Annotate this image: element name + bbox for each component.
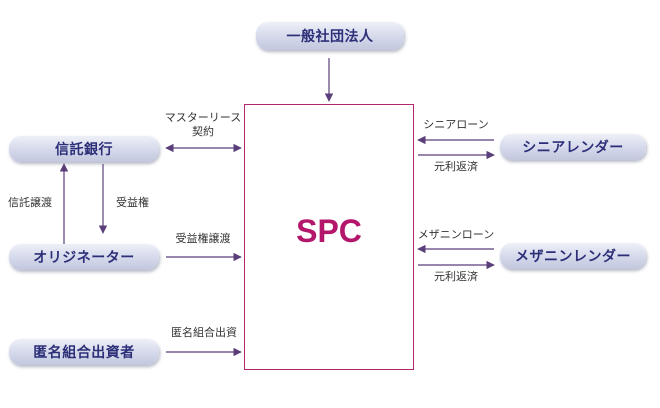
senior-loan-label: シニアローン — [423, 118, 489, 131]
master-lease-label-line1: マスターリース — [164, 111, 242, 124]
senior-lender-node: シニアレンダー — [500, 134, 646, 160]
trust-bank-label: 信託銀行 — [55, 142, 113, 158]
master-lease-label: マスターリース 契約 — [165, 111, 241, 139]
originator-label: オリジネーター — [33, 250, 135, 266]
senior-repayment-label: 元利返済 — [434, 160, 478, 173]
mezzanine-lender-node: メザニンレンダー — [500, 243, 646, 269]
spc-label: SPC — [296, 212, 362, 249]
senior-lender-label: シニアレンダー — [522, 140, 624, 156]
master-lease-label-line2: 契約 — [191, 125, 214, 138]
silent-partnership-investment-label: 匿名組合出資 — [171, 326, 237, 339]
beneficial-interest-transfer-label: 受益権譲渡 — [175, 232, 231, 245]
silent-partnership-investor-label: 匿名組合出資者 — [33, 345, 135, 361]
mezzanine-repayment-label: 元利返済 — [434, 270, 478, 283]
spc-box: SPC — [244, 104, 414, 370]
originator-node: オリジネーター — [9, 244, 159, 270]
mezzanine-loan-label: メザニンローン — [417, 228, 495, 241]
silent-partnership-investor-node: 匿名組合出資者 — [9, 339, 159, 365]
trust-bank-node: 信託銀行 — [9, 136, 159, 162]
beneficial-interest-label: 受益権 — [116, 196, 149, 209]
mezzanine-lender-label: メザニンレンダー — [515, 249, 631, 265]
general-incorporated-association-node: 一般社団法人 — [256, 22, 404, 50]
general-incorporated-association-label: 一般社団法人 — [286, 29, 374, 45]
trust-transfer-label: 信託譲渡 — [8, 196, 52, 209]
